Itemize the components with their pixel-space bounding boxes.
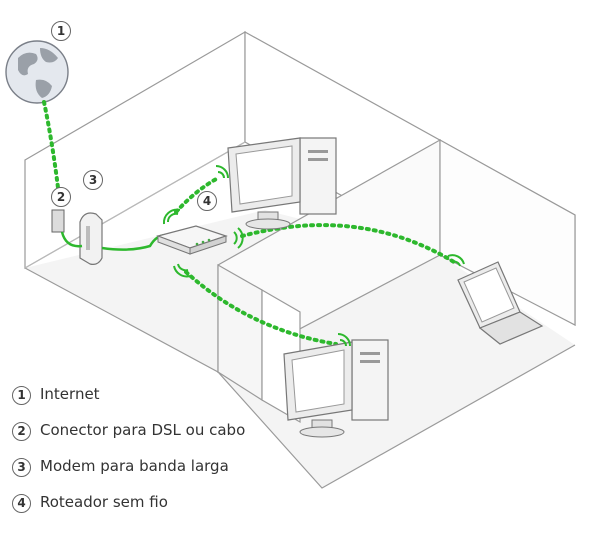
wireless-link-desktop-bottom	[184, 270, 338, 346]
callout-router: 4	[197, 191, 217, 211]
cable-jack-to-modem	[60, 231, 83, 248]
wireless-signal-icon	[337, 333, 351, 347]
legend-item: 1 Internet	[12, 384, 272, 420]
left-floor-edge	[24, 141, 246, 269]
legend-number: 2	[12, 422, 31, 441]
desktop-computer-icon	[283, 339, 389, 438]
wall-jack-icon	[51, 209, 65, 233]
modem-icon	[79, 212, 103, 265]
wireless-signal-icon	[215, 165, 229, 179]
wireless-signal-icon	[447, 254, 465, 267]
legend-number: 3	[12, 458, 31, 477]
legend-label: Internet	[40, 385, 100, 403]
callout-connector: 2	[51, 187, 71, 207]
legend-item: 3 Modem para banda larga	[12, 456, 272, 492]
legend: 1 Internet 2 Conector para DSL ou cabo 3…	[12, 384, 272, 528]
desktop-computer-icon	[227, 137, 337, 230]
wireless-link-desktop-top	[174, 176, 220, 214]
floor-outline	[24, 267, 576, 489]
wireless-link-laptop	[240, 223, 456, 264]
legend-number: 1	[12, 386, 31, 405]
legend-item: 2 Conector para DSL ou cabo	[12, 420, 272, 456]
callout-modem: 3	[83, 170, 103, 190]
legend-item: 4 Roteador sem fio	[12, 492, 272, 528]
callout-internet: 1	[51, 21, 71, 41]
laptop-icon	[457, 261, 544, 345]
legend-number: 4	[12, 494, 31, 513]
router-icon	[156, 225, 228, 255]
legend-label: Conector para DSL ou cabo	[40, 421, 246, 439]
globe-icon	[5, 40, 69, 104]
legend-label: Modem para banda larga	[40, 457, 229, 475]
legend-label: Roteador sem fio	[40, 493, 168, 511]
